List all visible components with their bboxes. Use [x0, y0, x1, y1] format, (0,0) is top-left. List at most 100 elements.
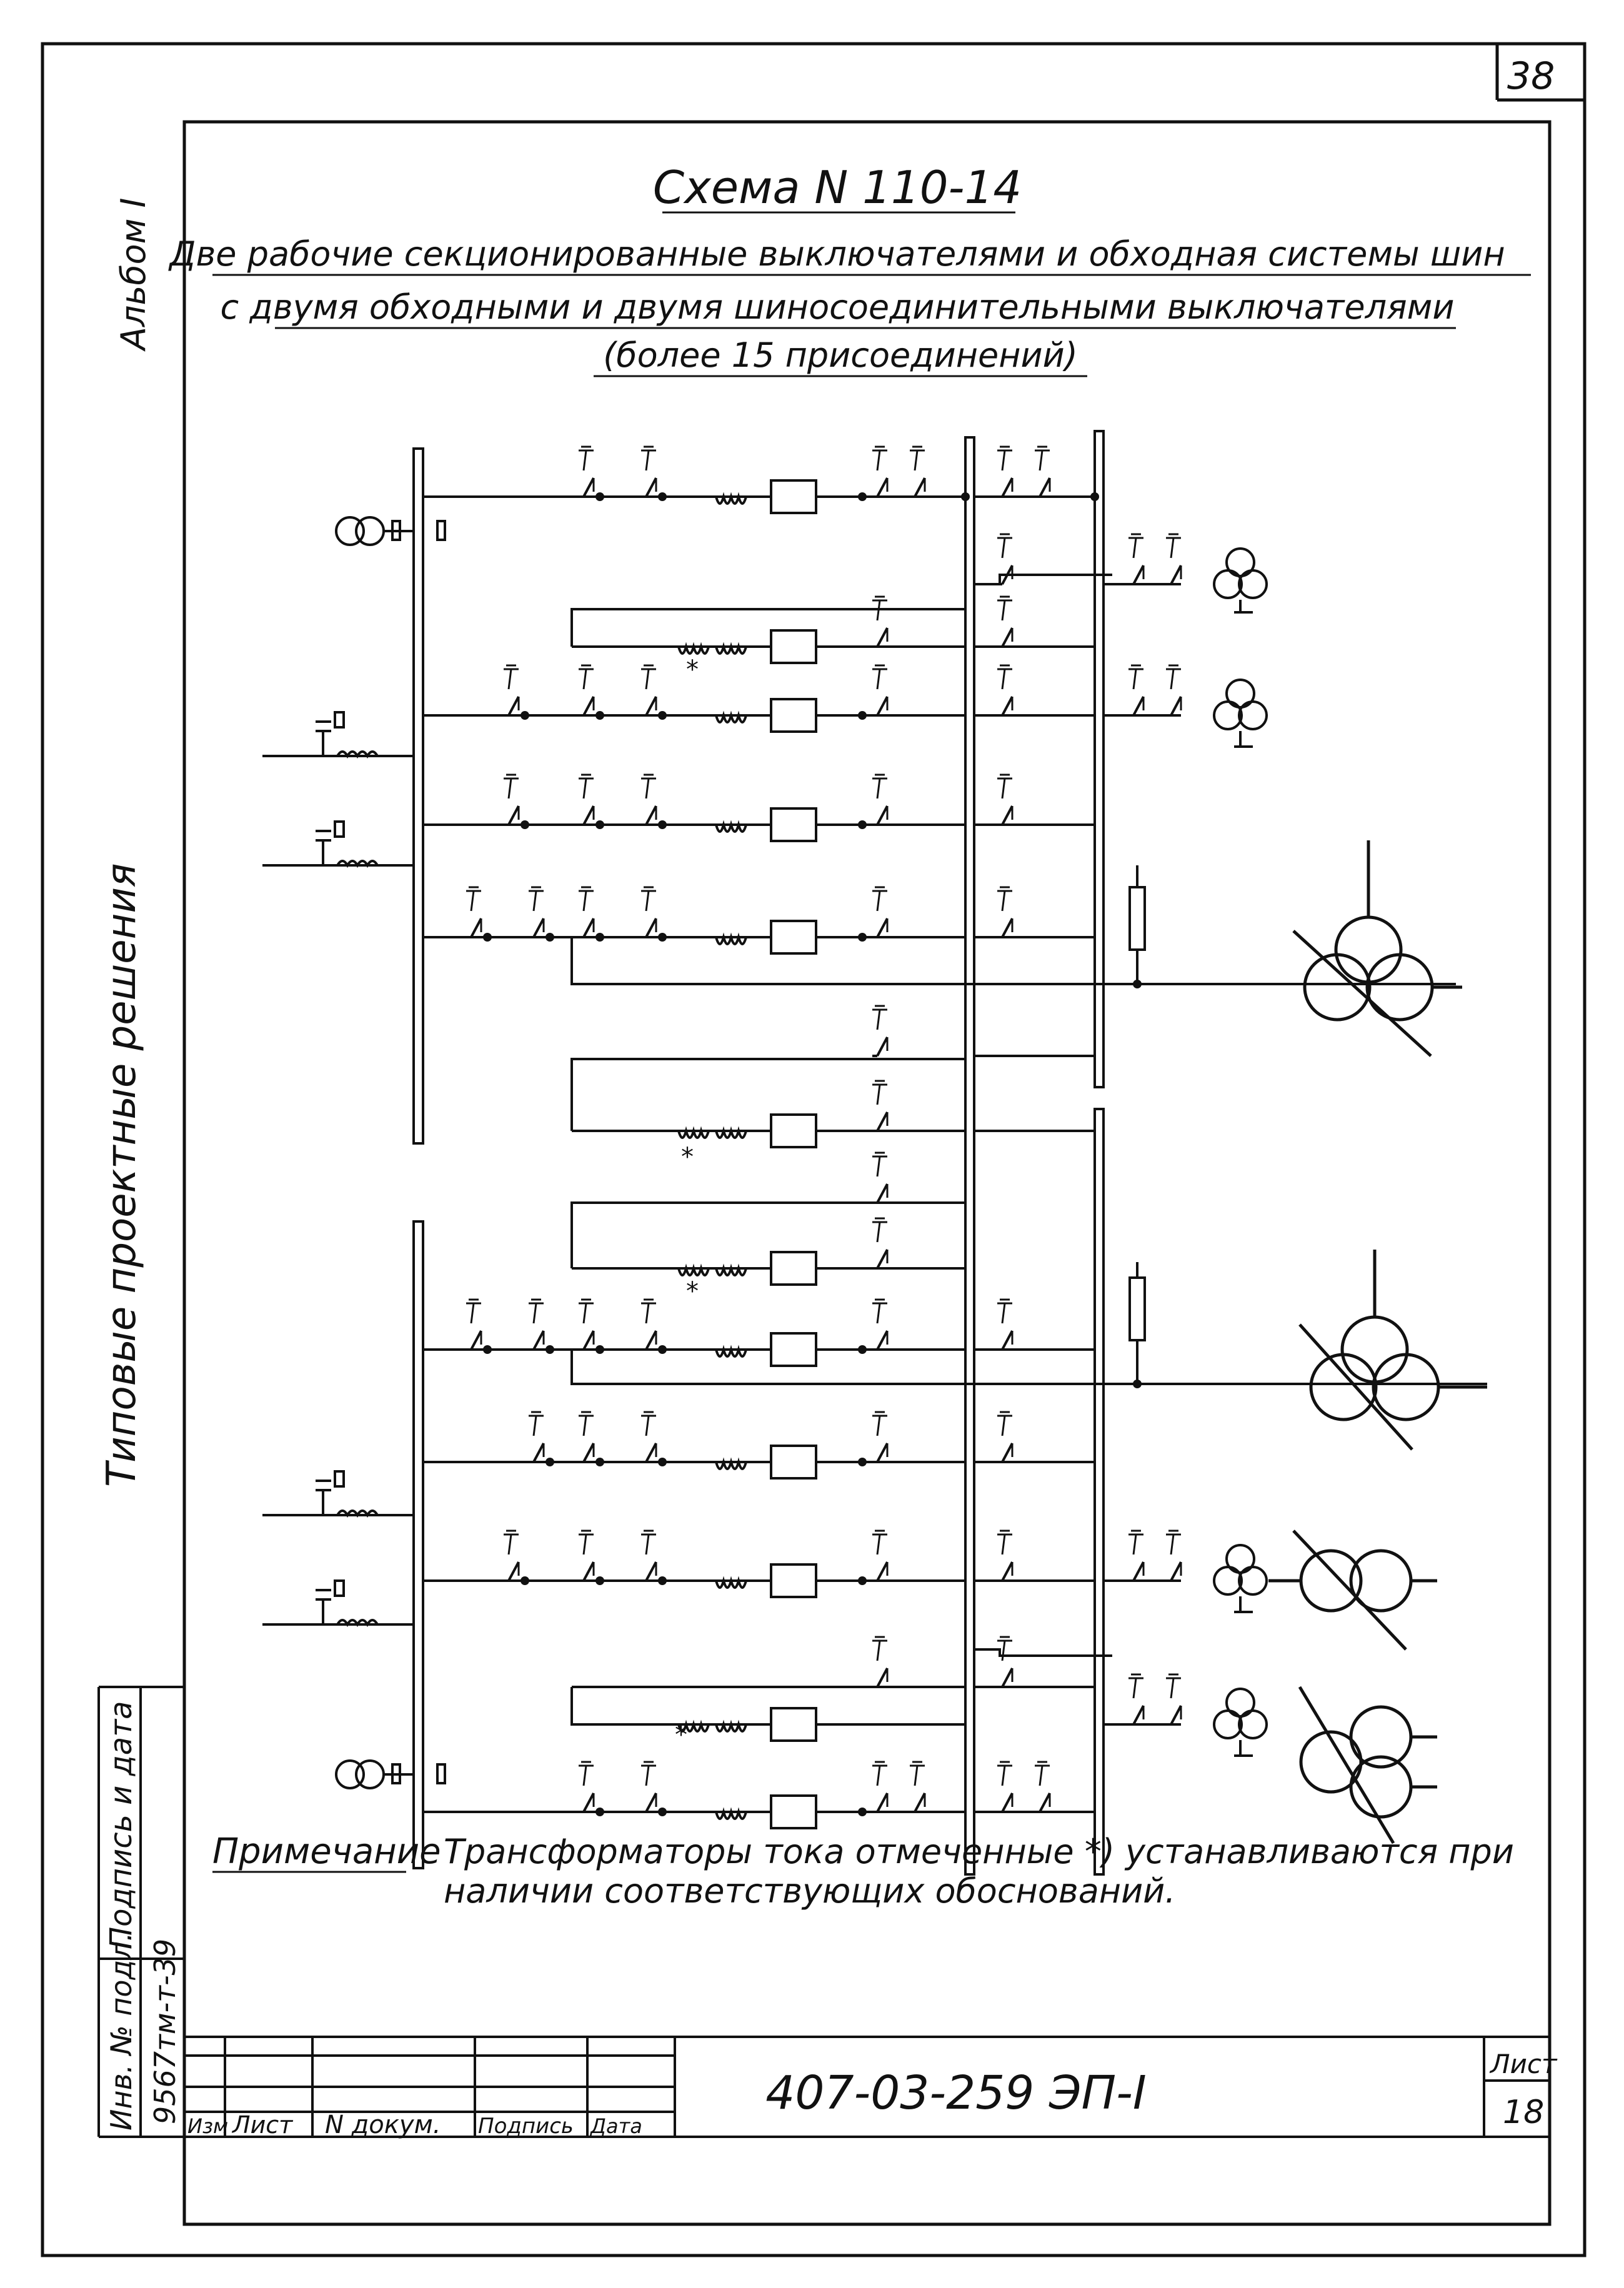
disconnect-switch-43 [871, 1411, 889, 1463]
connection-dot-20 [483, 1345, 492, 1354]
side-caption: Типовые проектные решения [99, 863, 145, 1487]
disconnect-switch-50 [1127, 1529, 1145, 1582]
connection-dot-13 [521, 820, 529, 829]
disconnect-switch-32 [871, 1151, 889, 1204]
disconnect-switch-52 [871, 1636, 889, 1688]
circuit-breaker-8 [770, 1332, 817, 1367]
connection-dot-9 [521, 711, 529, 720]
inventory-value: 9567тм-т-39 [148, 1939, 182, 2124]
connection-dot-35 [658, 1808, 667, 1816]
connection-dot-5 [1090, 492, 1099, 501]
disconnect-switch-41 [577, 1411, 595, 1463]
connection-dot-12 [858, 820, 867, 829]
title-line-3: (более 15 присоединений) [603, 336, 1078, 375]
col-list: Лист [231, 2111, 294, 2139]
disconnect-switch-44 [996, 1411, 1014, 1463]
ct-star-mark-2: * [681, 1143, 694, 1171]
circuit-breaker-6 [770, 1113, 817, 1148]
circuit-breaker-12 [770, 1794, 817, 1829]
line-feeder-3 [316, 1470, 379, 1516]
connection-dot-33 [858, 1576, 867, 1585]
ct-star-mark-4: * [675, 1721, 687, 1749]
vt-right-3 [1213, 1544, 1268, 1613]
voltage-transformer-bottom [335, 1759, 446, 1789]
disconnect-switch-59 [909, 1761, 926, 1813]
disconnect-switch-14 [640, 664, 657, 717]
sign-date-label: Подпись и дата [104, 1701, 139, 1949]
note-label: Примечание [212, 1831, 441, 1872]
circuit-breaker-10 [770, 1563, 817, 1598]
bus-1 [412, 447, 424, 1145]
connection-dot-23 [658, 1345, 667, 1354]
col-date: Дата [589, 2114, 642, 2138]
circuit-breaker-1 [770, 479, 817, 514]
scheme-title: Схема N 110-14 [653, 161, 1022, 214]
disconnect-switch-21 [640, 773, 657, 826]
connection-dots [483, 492, 1142, 1816]
disconnect-switch-26 [577, 886, 595, 938]
title-line-1: Две рабочие секционированные выключателя… [168, 234, 1505, 274]
connection-dot-4 [961, 492, 970, 501]
power-transformer-2 [1298, 1250, 1487, 1451]
disconnect-switch-12 [502, 664, 520, 717]
disconnect-switch-54 [1127, 1673, 1145, 1726]
circuit-breaker-11 [770, 1707, 817, 1742]
disconnect-switch-7 [871, 595, 889, 648]
disconnect-switch-38 [871, 1298, 889, 1351]
connection-dot-22 [595, 1345, 604, 1354]
disconnect-switch-1 [577, 445, 595, 498]
disconnect-switch-53 [996, 1636, 1014, 1688]
note-line-1: Трансформаторы тока отмеченные *) устана… [444, 1832, 1514, 1871]
disconnect-switch-6 [1034, 445, 1051, 498]
title-block: Схема N 110-14 Две рабочие секционирован… [168, 161, 1531, 377]
disconnect-switch-40 [527, 1411, 545, 1463]
connection-dot-36 [858, 1808, 867, 1816]
disconnect-switch-2 [640, 445, 657, 498]
disconnect-switch-61 [1034, 1761, 1051, 1813]
disconnect-switch-48 [871, 1529, 889, 1582]
vt-right-2 [1213, 679, 1268, 748]
connection-dot-34 [595, 1808, 604, 1816]
disconnect-switch-31 [871, 1080, 889, 1132]
disconnect-switch-29 [996, 886, 1014, 938]
connection-dot-18 [858, 933, 867, 942]
feeder-lines [262, 495, 1487, 1813]
note-block: Примечание Трансформаторы тока отмеченны… [212, 1831, 1514, 1911]
surge-arrester-2 [1128, 1262, 1146, 1384]
inventory-label: Инв. № подл. [104, 1932, 138, 2131]
disconnect-switch-22 [871, 773, 889, 826]
circuit-breaker-2 [770, 629, 817, 664]
ct-star-mark-1: * [686, 655, 699, 684]
connection-dot-29 [858, 1458, 867, 1466]
connection-dot-6 [595, 711, 604, 720]
line-feeder-2 [316, 820, 379, 867]
circuit-breaker-7 [770, 1251, 817, 1286]
circuit-breaker-5 [770, 920, 817, 955]
disconnect-switch-39 [996, 1298, 1014, 1351]
bus-3 [1093, 430, 1105, 1088]
connection-dot-17 [658, 933, 667, 942]
note-line-2: наличии соответствующих обоснований. [444, 1871, 1175, 1911]
circuit-breakers [770, 479, 817, 1829]
disconnect-switch-19 [502, 773, 520, 826]
disconnect-switch-55 [1165, 1673, 1182, 1726]
sheet-number-top: 38 [1507, 54, 1555, 98]
ct-star-mark-3: * [686, 1277, 699, 1306]
connection-dot-27 [595, 1458, 604, 1466]
album-label: Альбом I [114, 198, 153, 352]
title-line-2: с двумя обходными и двумя шиносоединител… [221, 287, 1455, 327]
connection-dot-26 [545, 1458, 554, 1466]
disconnect-switch-10 [1127, 533, 1145, 585]
disconnect-switch-20 [577, 773, 595, 826]
disconnect-switch-23 [996, 773, 1014, 826]
disconnect-switch-46 [577, 1529, 595, 1582]
disconnect-switch-11 [1165, 533, 1182, 585]
disconnect-switch-49 [996, 1529, 1014, 1582]
power-transformer-3 [1268, 1529, 1437, 1651]
disconnect-switch-34 [465, 1298, 482, 1351]
vt-right-4 [1213, 1688, 1268, 1757]
left-stamp-strip [97, 1686, 184, 2137]
disconnect-switch-51 [1165, 1529, 1182, 1582]
sheet-frame [41, 42, 1587, 2257]
